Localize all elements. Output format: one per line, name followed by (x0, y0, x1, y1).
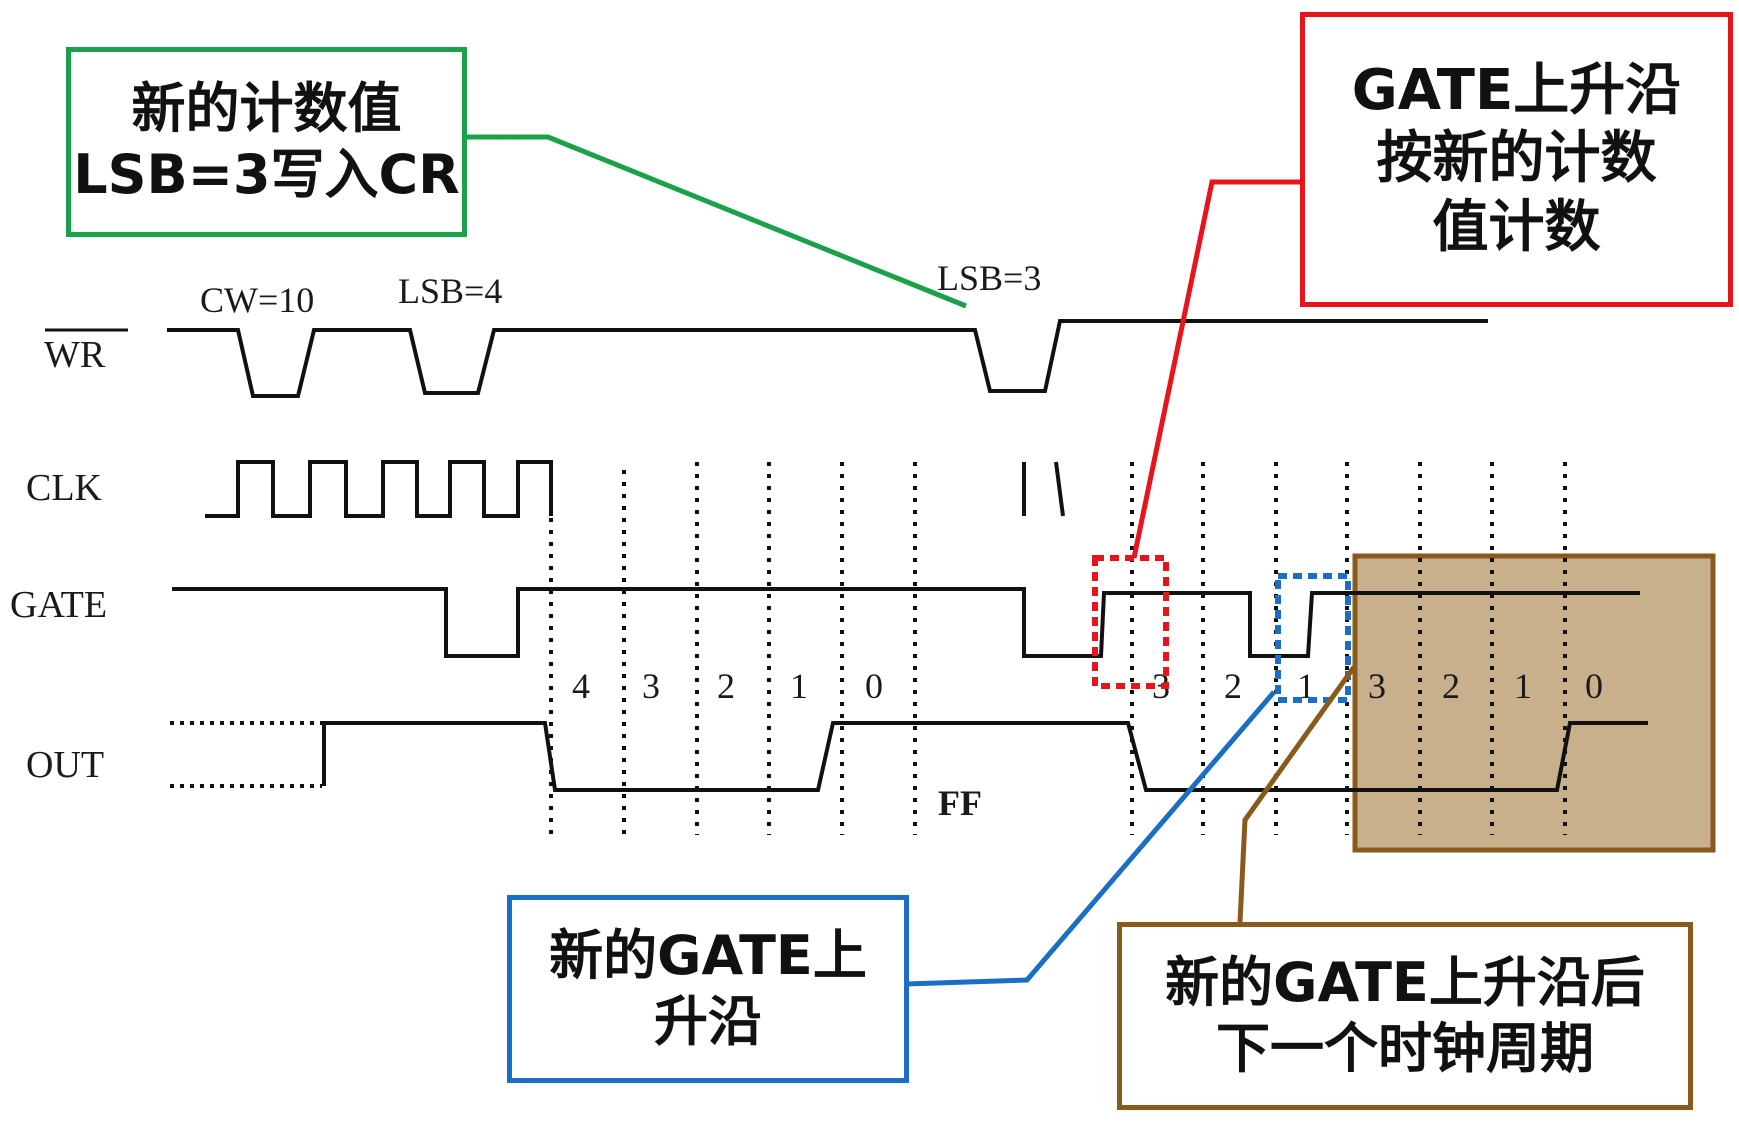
count-label: 4 (572, 666, 590, 706)
count-label: 3 (642, 666, 660, 706)
callout-line: 新的GATE上 (549, 924, 867, 988)
clk-signal-label: CLK (26, 467, 103, 509)
callout-line: 按新的计数 (1376, 126, 1657, 192)
callout-line: 下一个时钟周期 (1216, 1017, 1594, 1080)
callout-line: 值计数 (1432, 194, 1601, 260)
callout-gate-rising-restart: GATE上升沿 按新的计数 值计数 (1300, 12, 1733, 307)
callout-line: 新的GATE上升沿后 (1165, 951, 1645, 1015)
count-label: 1 (1297, 666, 1315, 706)
out-waveform (170, 721, 1648, 792)
gate-edge-marker-blue (1275, 573, 1351, 703)
clock-edge-guides (549, 462, 1567, 835)
count-label: 2 (1224, 666, 1242, 706)
callout-line: 升沿 (654, 990, 762, 1053)
blue-leader-line (905, 690, 1276, 987)
count-label: 0 (1585, 666, 1603, 706)
wr-signal-label: WR (44, 334, 106, 376)
brown-leader-line (1237, 665, 1357, 923)
write-label-cw: CW=10 (200, 280, 314, 320)
gate-edge-marker-red (1092, 555, 1169, 689)
count-label: 1 (790, 666, 808, 706)
count-label: 2 (717, 666, 735, 706)
gate-signal-label: GATE (10, 584, 107, 626)
count-label: 2 (1442, 666, 1460, 706)
callout-new-count: 新的计数值 LSB=3写入CR (66, 47, 467, 237)
out-signal-label: OUT (26, 744, 104, 786)
write-label-lsb3: LSB=3 (937, 258, 1041, 298)
count-label: 3 (1368, 666, 1386, 706)
count-label: 1 (1514, 666, 1532, 706)
callout-line: GATE上升沿 (1351, 58, 1682, 124)
green-leader-line (467, 134, 967, 309)
count-label: 0 (865, 666, 883, 706)
red-leader-line (1131, 179, 1300, 559)
callout-line: LSB=3写入CR (73, 143, 460, 206)
gate-waveform (172, 587, 1640, 658)
write-label-lsb4: LSB=4 (398, 271, 502, 311)
callout-new-gate-rising: 新的GATE上 升沿 (507, 895, 909, 1083)
wr-waveform (167, 319, 1488, 398)
highlight-region (1352, 553, 1716, 853)
callout-line: 新的计数值 (131, 77, 402, 141)
out-ff-label: FF (938, 783, 982, 823)
callout-next-clock-after-gate: 新的GATE上升沿后 下一个时钟周期 (1117, 922, 1693, 1110)
clk-waveform (205, 460, 1065, 518)
